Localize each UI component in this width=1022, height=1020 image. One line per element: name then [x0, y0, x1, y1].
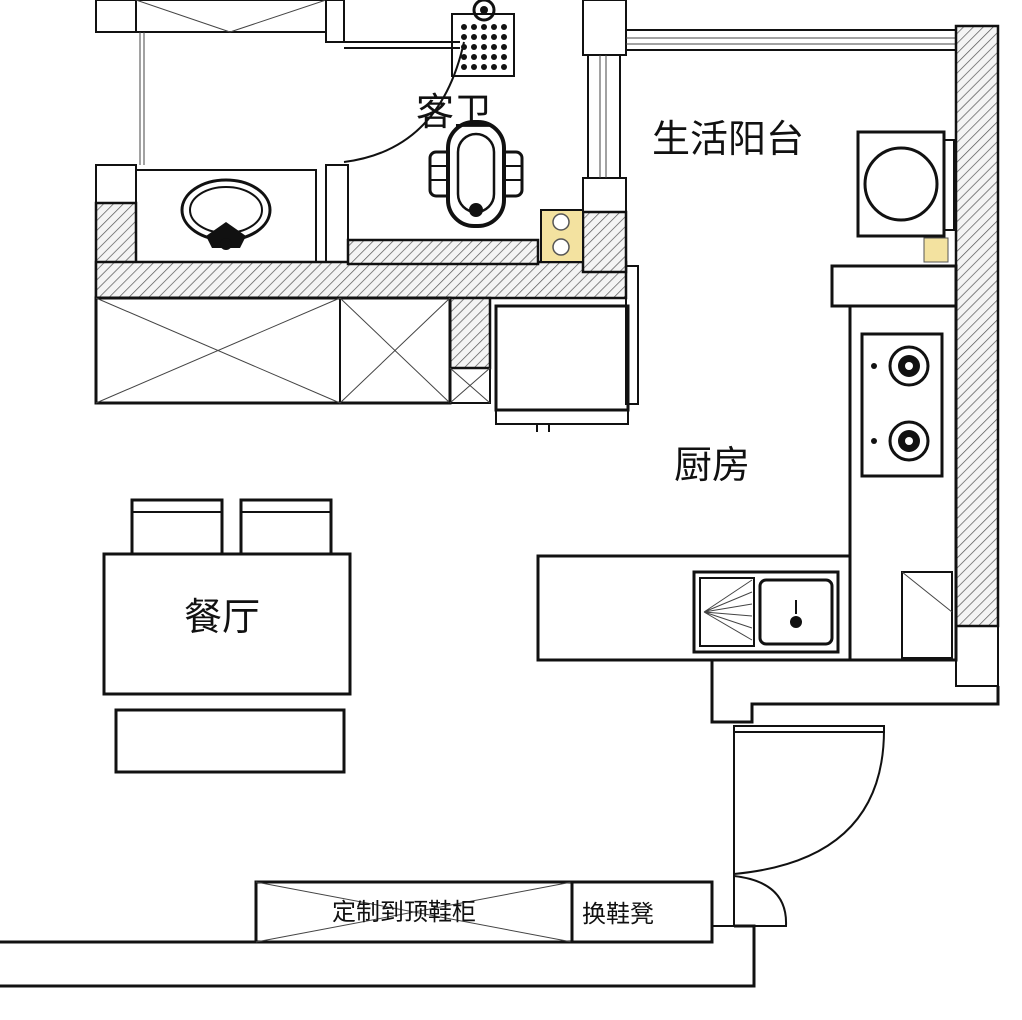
- label-utility-balcony: 生活阳台: [652, 117, 804, 161]
- dining-bench: [114, 708, 346, 774]
- interior-walls: [94, 164, 628, 370]
- dining-set: [102, 498, 352, 774]
- floor-drain-icon: [451, 0, 515, 77]
- sink-counter: [536, 554, 852, 662]
- east-wall: [954, 24, 1000, 687]
- shoe-bench: [570, 880, 714, 944]
- washing-machine-icon: [856, 130, 955, 263]
- gas-stove-icon: [860, 332, 944, 478]
- guest-bath-structure: [343, 0, 627, 213]
- dining-table: [102, 552, 352, 696]
- label-shoe-cabinet: 定制到顶鞋柜: [332, 898, 476, 926]
- bath-door-swing: [343, 41, 465, 163]
- label-kitchen: 厨房: [674, 443, 750, 487]
- label-guest-bath: 客卫: [416, 90, 492, 134]
- label-dining: 餐厅: [184, 595, 260, 639]
- entry-door: [733, 725, 885, 927]
- entry-storage: [254, 880, 714, 944]
- balcony-windows: [626, 29, 956, 51]
- label-shoe-bench: 换鞋凳: [582, 900, 654, 928]
- vanity-basin-icon: [180, 178, 272, 250]
- refrigerator: [494, 265, 639, 432]
- storage-cabinets: [94, 296, 491, 405]
- squat-toilet-icon: [428, 120, 524, 228]
- kitchen-counter: [830, 264, 958, 662]
- utility-panel: [540, 209, 584, 263]
